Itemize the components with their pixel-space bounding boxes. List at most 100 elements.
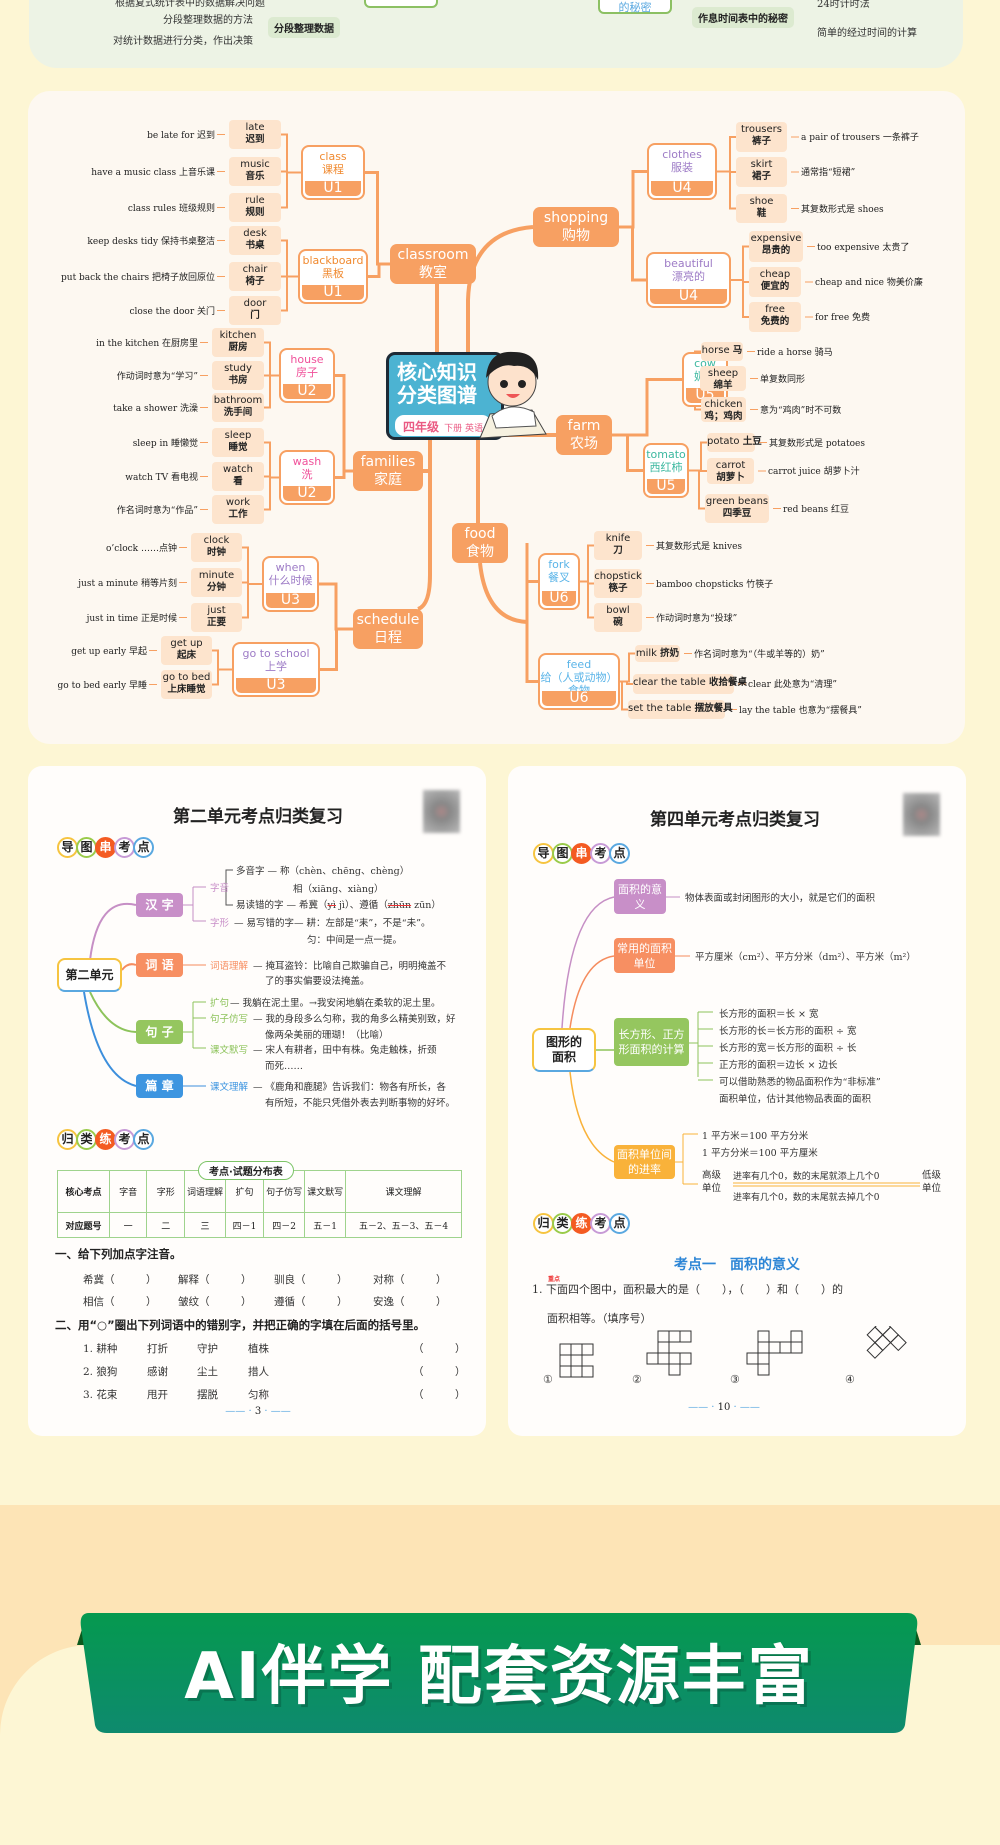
word-zh: 书房 — [228, 375, 248, 386]
qr-code[interactable] — [903, 793, 940, 836]
unit-label: U6 — [542, 691, 616, 706]
grid-cell — [668, 1363, 681, 1376]
topic-zh: 日程 — [374, 630, 402, 646]
word-zh: 上床睡觉 — [167, 684, 206, 695]
table-cell: 二 — [146, 1212, 185, 1238]
text-line: — 《鹿角和鹿腿》告诉我们：物各有所长，各 — [253, 1082, 447, 1093]
connector-line — [212, 668, 232, 686]
topic-en: schedule — [356, 612, 420, 628]
word-zh: 规则 — [245, 207, 265, 218]
word-zh: 便宜的 — [760, 281, 790, 292]
label: 句子仿写 — [210, 1014, 249, 1025]
word-en: free — [765, 304, 785, 315]
calc-line: 长方形的面积＝长 × 宽 — [719, 1009, 819, 1020]
grid-cell — [779, 1341, 792, 1354]
text-line: — 我躺在泥土里。→我安闲地躺在柔软的泥土里。 — [230, 998, 441, 1009]
unit-zh: 餐叉 — [548, 571, 570, 584]
connector-line — [525, 543, 538, 583]
unit-label: U1 — [305, 181, 361, 196]
unit-label: U2 — [283, 486, 331, 501]
banner-title: AI伴学 配套资源丰富 — [184, 1640, 814, 1714]
word-en: cheap — [759, 269, 791, 280]
word-phrase: just in time 正是时候 — [86, 613, 177, 624]
unit-zh: 房子 — [296, 366, 318, 379]
text-line: — 宋人有耕者，田中有株。兔走触株，折颈 — [253, 1045, 437, 1056]
grid-cell — [559, 1365, 572, 1378]
word-zh: 椅子 — [245, 276, 265, 287]
word-zh: 摆放餐具 — [694, 703, 733, 714]
unit-label: U2 — [283, 384, 331, 399]
unit-zh: 课程 — [322, 163, 344, 176]
table-cell: 四－1 — [225, 1212, 265, 1238]
badge-practice: 归类练考点 — [533, 1213, 630, 1234]
grid-cell — [757, 1363, 770, 1376]
word-zh: 昂贵的 — [761, 245, 791, 256]
word-zh: 胡萝卜 — [716, 472, 745, 483]
unit-en: go to school — [242, 647, 310, 660]
word-phrase: close the door 关门 — [129, 306, 215, 317]
grid-cell — [657, 1341, 670, 1354]
word-phrase: go to bed early 早睡 — [57, 680, 147, 691]
title-line-1: 核心知识 — [397, 360, 477, 384]
qr-code[interactable] — [423, 790, 460, 833]
word-phrase: carrot juice 胡萝卜汁 — [768, 467, 860, 477]
connector-line — [612, 378, 682, 437]
word-en: chair — [242, 264, 268, 275]
word-phrase: 作动词时意为“学习” — [116, 371, 198, 382]
unit-en: fork — [548, 558, 570, 571]
word-phrase: 意为“鸡肉”时不可数 — [760, 405, 842, 416]
word-zh: 睡觉 — [228, 442, 248, 453]
topic-en: classroom — [397, 247, 469, 263]
word-phrase: just a minute 稍等片刻 — [78, 578, 177, 589]
word-en: work — [225, 497, 251, 508]
word-zh: 书桌 — [245, 240, 265, 251]
grid-cell — [559, 1354, 572, 1367]
badge-mindmap: 导图串考点 — [533, 843, 630, 864]
unit-zh: 服装 — [671, 161, 693, 174]
high-unit: 高级单位 — [702, 1170, 722, 1194]
area-figures — [559, 1326, 907, 1378]
word-phrase: o’clock ……点钟 — [106, 543, 177, 554]
table-cell: 五－2、五－3、五－4 — [345, 1212, 462, 1238]
word-en: milk — [635, 648, 657, 659]
pinyin-item: 皱纹（ ） — [178, 1296, 252, 1308]
table-caption: 考点·试题分布表 — [198, 1161, 294, 1180]
unit-zh: 洗 — [301, 468, 313, 481]
typo-word: 摆脱 — [197, 1389, 218, 1401]
branch-juzi: 句 子 — [136, 1020, 183, 1044]
section-banner — [77, 1613, 921, 1733]
typo-word: 植株 — [248, 1343, 269, 1355]
connector-line — [242, 546, 262, 585]
topic-zh: 购物 — [562, 228, 590, 244]
page-title: 第二单元考点归类复习 — [173, 807, 343, 827]
word-phrase: 作名词时意为“作品” — [116, 505, 198, 516]
grid-cell — [679, 1330, 692, 1343]
connector-line — [319, 582, 353, 631]
typo-word: 2. 狼狗 — [83, 1366, 118, 1378]
calc-line: 长方形的长＝长方形的面积 ÷ 宽 — [719, 1026, 857, 1037]
word-phrase: class rules 班级规则 — [127, 203, 215, 214]
word-phrase: red beans 红豆 — [783, 504, 849, 515]
word-en: study — [224, 363, 252, 374]
typo-word: 甩开 — [147, 1389, 168, 1401]
connector-line — [689, 469, 705, 510]
strip-node-secret: 的秘密 — [598, 0, 672, 14]
pinyin-item: 解释（ ） — [178, 1274, 252, 1286]
connector-line — [212, 649, 232, 671]
unit-en: clothes — [662, 148, 702, 161]
branch-meaning: 面积的意义 — [614, 879, 666, 914]
word-phrase: watch TV 看电视 — [125, 472, 198, 483]
connector-line — [466, 225, 534, 352]
connector-line — [320, 627, 353, 671]
word-zh: 洗手间 — [223, 407, 253, 418]
unit-label: U6 — [542, 591, 576, 606]
